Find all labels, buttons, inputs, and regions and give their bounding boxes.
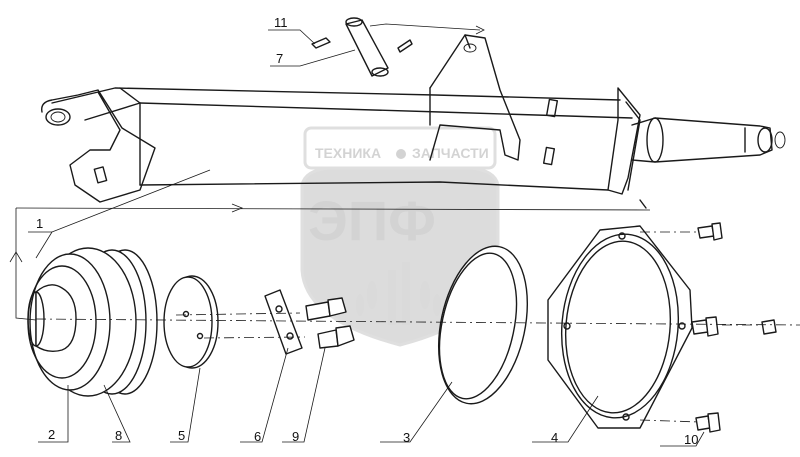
watermark-text-right: ЗАПЧАСТИ	[412, 145, 489, 161]
arrow-right-icon	[231, 203, 244, 213]
assembly-lines	[9, 23, 800, 423]
bolts-part-10	[691, 222, 777, 433]
arrow-up-icon	[9, 251, 23, 263]
callout-10: 10	[684, 432, 698, 447]
callout-11: 11	[274, 15, 288, 30]
callout-8: 8	[115, 428, 122, 443]
callout-labels: 1 2 3 4 5 6 7 8 9 10 11	[36, 15, 698, 447]
callout-1: 1	[36, 216, 43, 231]
watermark: ТЕХНИКА ЗАПЧАСТИ ЭПФ	[300, 126, 500, 347]
gear-icon	[396, 149, 406, 159]
callout-7: 7	[276, 51, 283, 66]
hub-part-2	[27, 247, 158, 397]
callout-2: 2	[48, 427, 55, 442]
watermark-logo-text: ЭПФ	[308, 189, 436, 252]
pin-part-7	[345, 17, 413, 77]
lock-plate-part-6	[264, 289, 303, 355]
arrow-right-icon-2	[475, 25, 485, 35]
callout-4: 4	[551, 430, 558, 445]
cover-disc-part-5	[163, 275, 219, 369]
callout-leaders	[28, 29, 705, 447]
cotter-pin-part-11	[311, 37, 331, 49]
flange-cover-part-4	[547, 225, 693, 429]
gasket-part-3	[437, 245, 529, 405]
callout-5: 5	[178, 428, 185, 443]
bolts-part-9	[305, 297, 355, 349]
axle-beam	[41, 34, 786, 203]
wheat-logo-icon	[356, 262, 441, 325]
small-bolt	[639, 199, 647, 209]
callout-3: 3	[403, 430, 410, 445]
callout-6: 6	[254, 429, 261, 444]
watermark-text-left: ТЕХНИКА	[315, 145, 381, 161]
callout-9: 9	[292, 429, 299, 444]
